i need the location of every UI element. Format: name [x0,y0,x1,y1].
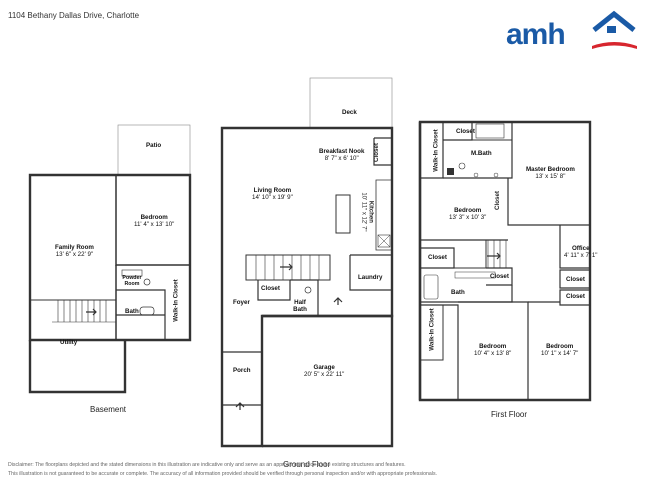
logo-wordmark: amh [506,18,566,51]
deck-outline [309,77,393,129]
closet-right2-label: Closet [566,293,585,300]
walkin-basement-label: Walk-In Closet [172,279,180,322]
bath-first-label: Bath [451,289,465,296]
closet-first-mid-label: Closet [490,273,509,280]
closet-mbath-label: Closet [456,128,475,135]
closet-master-side-label: Closet [493,191,501,210]
walkin-first-label: Walk-In Closet [428,308,436,351]
closet-ground-label: Closet [261,285,280,292]
closet-right1-label: Closet [566,276,585,283]
address-title: 1104 Bethany Dallas Drive, Charlotte [8,11,140,20]
porch-label: Porch [233,367,251,374]
amh-logo: amh [506,8,638,52]
deck-label: Deck [342,109,357,116]
basement-outline [28,173,192,342]
foyer-label: Foyer [233,299,250,306]
laundry-label: Laundry [358,274,383,281]
half-bath-label: Half Bath [293,299,307,314]
patio-outline [117,124,191,176]
disclaimer-line-1: Disclaimer: The floorplans depicted and … [8,462,406,468]
walkin-master-label: Walk-In Closet [432,129,440,172]
powder-room-label: Powder Room [122,275,142,288]
disclaimer-line-2: This illustration is not guaranteed to b… [8,471,437,477]
closet-first-left-label: Closet [428,254,447,261]
closet-ground-top-label: Closet [372,143,380,162]
mbath-label: M.Bath [471,150,492,157]
bath-basement-label: Bath [125,308,139,315]
ground-floor-title: Ground Floor [283,460,331,469]
basement-floor-title: Basement [90,405,127,414]
utility-label: Utility [60,339,78,346]
first-floor-title: First Floor [491,410,527,419]
patio-label: Patio [146,142,162,149]
house-roof-icon [592,10,637,49]
water-heater-icon [447,168,454,175]
